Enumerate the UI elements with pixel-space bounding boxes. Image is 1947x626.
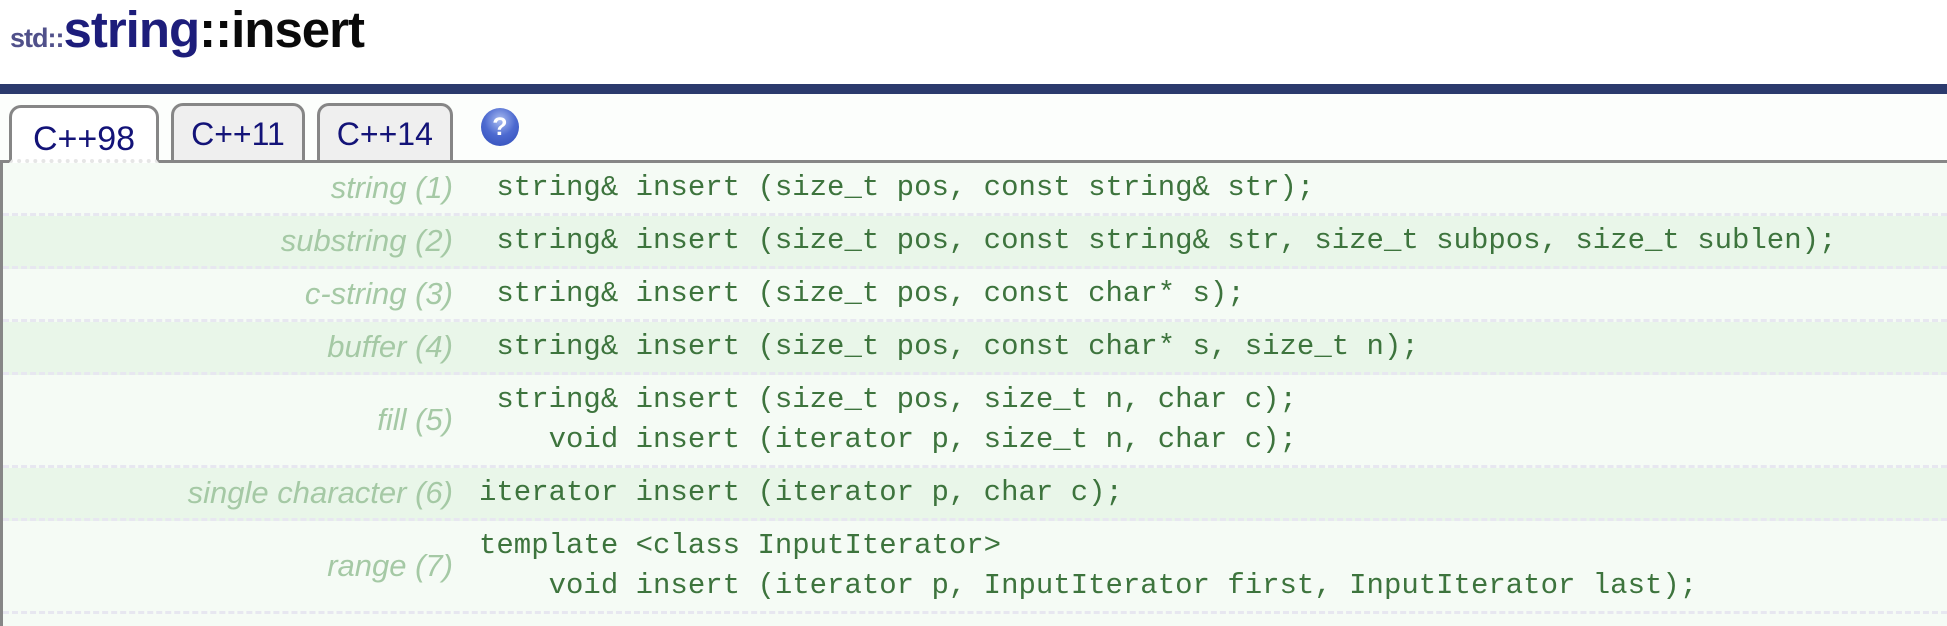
declaration-code: string& insert (size_t pos, const char* … bbox=[479, 330, 1419, 363]
declaration-code: template <class InputIterator> void inse… bbox=[479, 529, 1698, 602]
overload-label: substring (2) bbox=[280, 223, 453, 258]
declaration-code: string& insert (size_t pos, const char* … bbox=[479, 277, 1245, 310]
declaration-code: string& insert (size_t pos, const string… bbox=[479, 171, 1315, 204]
overload-label: string (1) bbox=[330, 170, 453, 205]
declaration-row-buffer: buffer (4) string& insert (size_t pos, c… bbox=[3, 322, 1947, 375]
panel-bottom-filler bbox=[3, 614, 1947, 626]
overload-label: range (7) bbox=[327, 548, 453, 583]
declaration-row-cstring: c-string (3) string& insert (size_t pos,… bbox=[3, 269, 1947, 322]
tab-cpp11[interactable]: C++11 bbox=[171, 103, 305, 160]
declaration-row-single-character: single character (6) iterator insert (it… bbox=[3, 468, 1947, 521]
overload-label: single character (6) bbox=[187, 475, 453, 510]
overload-label: c-string (3) bbox=[304, 276, 453, 311]
title-membername: ::insert bbox=[199, 1, 365, 58]
overload-label: fill (5) bbox=[377, 402, 453, 437]
declaration-code: string& insert (size_t pos, const string… bbox=[479, 224, 1837, 257]
declaration-code: string& insert (size_t pos, size_t n, ch… bbox=[496, 383, 1297, 456]
help-question-icon[interactable]: ? bbox=[480, 108, 519, 146]
title-namespace: std:: bbox=[10, 23, 64, 53]
declaration-row-range: range (7) template <class InputIterator>… bbox=[3, 521, 1947, 614]
tab-cpp14[interactable]: C++14 bbox=[316, 103, 453, 160]
page-title: std::string::insert bbox=[0, 0, 1947, 84]
declaration-panel: string (1) string& insert (size_t pos, c… bbox=[0, 163, 1947, 626]
tab-cpp98[interactable]: C++98 bbox=[9, 105, 160, 163]
standard-version-tabbar: C++98 C++11 C++14 ? bbox=[0, 94, 1947, 163]
title-classname: string bbox=[63, 1, 200, 58]
declaration-row-fill: fill (5) string& insert (size_t pos, siz… bbox=[3, 375, 1947, 468]
overload-label: buffer (4) bbox=[327, 329, 453, 364]
title-divider-rule bbox=[0, 84, 1947, 94]
declaration-row-substring: substring (2) string& insert (size_t pos… bbox=[3, 216, 1947, 269]
declaration-row-string: string (1) string& insert (size_t pos, c… bbox=[3, 163, 1947, 216]
declaration-code: iterator insert (iterator p, char c); bbox=[479, 476, 1123, 509]
